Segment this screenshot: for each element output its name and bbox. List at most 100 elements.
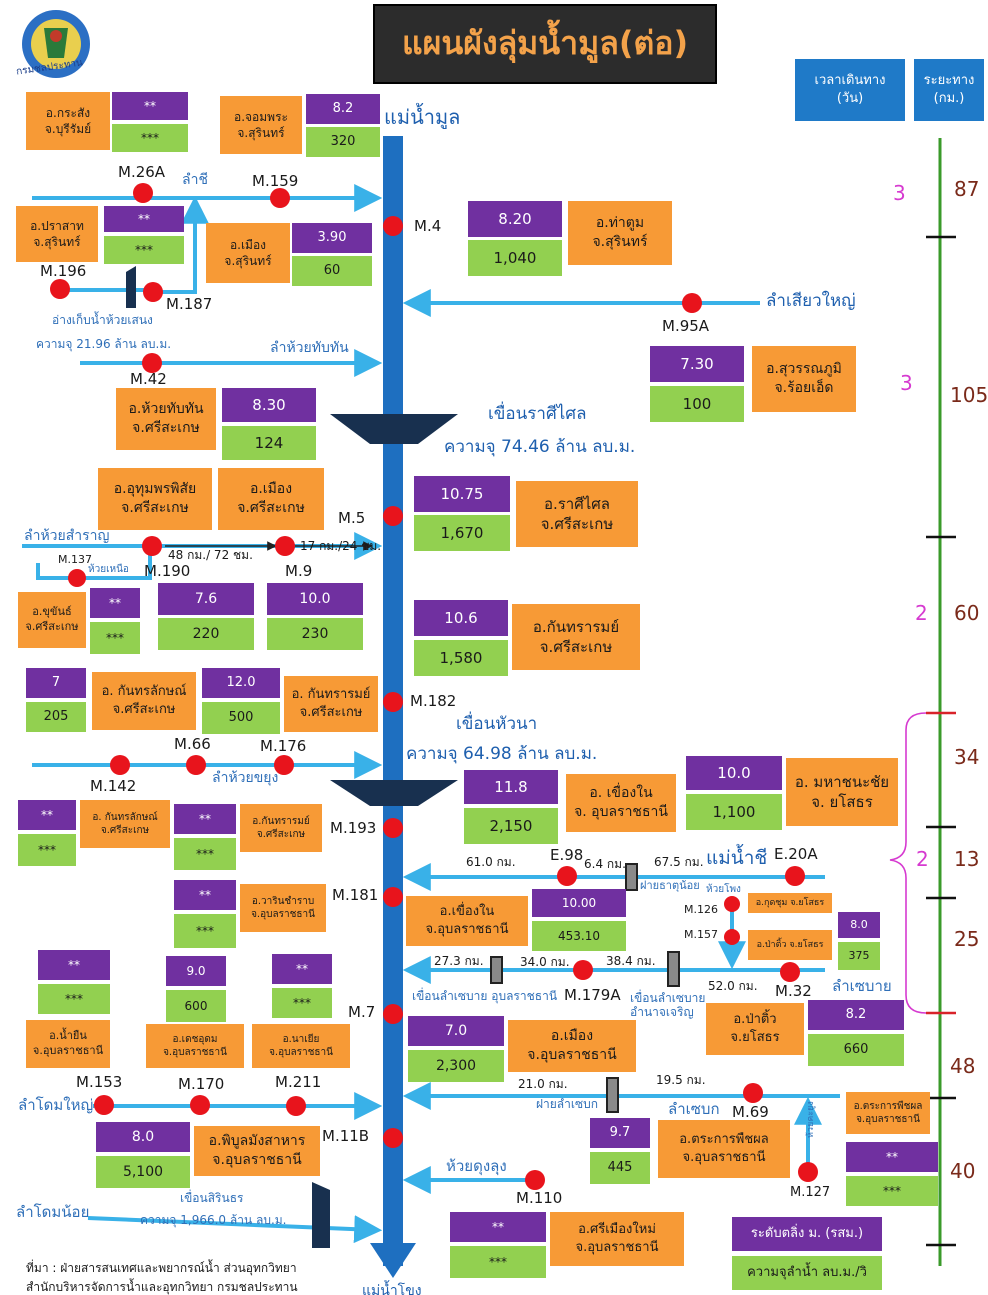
sirindhorn-dam-shape (312, 1182, 330, 1248)
na-chaluai-flow: *** (272, 988, 332, 1018)
khukhan-level: ** (90, 588, 140, 618)
station-m66-label: M.66 (174, 735, 211, 753)
rasi-salai-dam-label: เขื่อนราศีไศล (488, 404, 587, 424)
lam-dom-noi-label: ลำโดมน้อย (16, 1203, 90, 1221)
trakan2-level: ** (846, 1142, 938, 1172)
kantharalak1-flow: 205 (26, 702, 86, 732)
distance-label-105: 105 (950, 383, 988, 407)
trakan2-flow: *** (846, 1176, 938, 1206)
phibun-box: อ.พิบูลมังสาหาร จ.อุบลราชธานี (194, 1126, 320, 1176)
det-udom-level: 9.0 (166, 956, 226, 986)
station-m142-dot (110, 755, 130, 775)
rasi-salai-flow: 1,670 (414, 515, 510, 551)
station-e98-dot (557, 866, 577, 886)
m190-flow: 220 (158, 618, 254, 650)
legend-level: ระดับตลิ่ง ม. (รสม.) (732, 1217, 882, 1251)
na-chaluai-level: ** (272, 954, 332, 984)
kanthararom2-box: อ. กันทรารมย์ จ.ศรีสะเกษ (284, 676, 378, 732)
kantharalak2-box: อ. กันทรลักษณ์ จ.ศรีสะเกษ (80, 800, 170, 848)
kanthararom1-box: อ.กันทรารมย์ จ.ศรีสะเกษ (512, 604, 640, 670)
m9-level: 10.0 (267, 583, 363, 615)
kantharalak1-level: 7 (26, 668, 86, 698)
main-river-label: แม่น้ำมูล (384, 105, 461, 129)
station-m127-label: M.127 (790, 1185, 831, 1200)
huai-kha-yung-label: ห้วยคะยูง (806, 1101, 816, 1138)
huai-nuea-line (36, 546, 152, 580)
station-m126-dot (724, 896, 740, 912)
prasat-level: ** (104, 206, 184, 232)
khueang-nai1-level: 11.8 (464, 770, 558, 804)
distance-label-25: 25 (954, 927, 980, 951)
huai-dung-lung-label: ห้วยดุงลุง (446, 1157, 507, 1175)
station-m11b-dot (383, 1128, 403, 1148)
huai-phong-label: ห้วยโพง (706, 884, 741, 895)
khueang-nai2-box: อ.เขื่องใน จ.อุบลราชธานี (406, 896, 528, 946)
station-m182-label: M.182 (410, 692, 457, 710)
trakan1-box: อ.ตระการพืชผล จ.อุบลราชธานี (658, 1120, 790, 1178)
lam-chi-branch-line (160, 195, 209, 294)
sebok-weir (606, 1077, 619, 1113)
station-m176-label: M.176 (260, 737, 307, 755)
source-line-2: สำนักบริหารจัดการน้ำและอุทกวิทยา กรมชลปร… (26, 1280, 298, 1294)
distance-label-40: 40 (950, 1159, 976, 1183)
kantharalak1-box: อ. กันทรลักษณ์ จ.ศรีสะเกษ (92, 672, 196, 730)
si-mueang-mai-flow: *** (450, 1246, 546, 1278)
uthumphon-box: อ.อุทุมพรพิสัย จ.ศรีสะเกษ (98, 468, 212, 530)
maha-chana-chai-level: 10.0 (686, 756, 782, 790)
station-m26a-label: M.26A (118, 163, 166, 181)
station-m182-dot (383, 692, 403, 712)
kanthararom1-flow: 1,580 (414, 640, 508, 676)
station-m196-label: M.196 (40, 262, 87, 280)
legend-flow: ความจุลำน้ำ ลบ.ม./วิ (732, 1256, 882, 1290)
distance-label-13: 13 (954, 847, 980, 871)
nam-yuen-box: อ.น้ำยืน จ.อุบลราชธานี (26, 1020, 110, 1068)
tha-tum-box: อ.ท่าตูม จ.สุรินทร์ (568, 201, 672, 265)
days-bracket (889, 712, 927, 1014)
station-m170-label: M.170 (178, 1075, 225, 1093)
chi-river-label: แม่น้ำชี (706, 847, 768, 869)
trakan1-flow: 445 (590, 1152, 650, 1184)
station-m211-label: M.211 (275, 1073, 322, 1091)
distance-label-87: 87 (954, 177, 980, 201)
station-m193-dot (383, 818, 403, 838)
chom-phra-flow: 320 (306, 127, 380, 157)
mueang-ubon-box: อ.เมือง จ.อุบลราชธานี (508, 1020, 636, 1072)
na-chaluai-box: อ.นาเยีย จ.อุบลราชธานี (252, 1024, 350, 1068)
krasang-box: อ.กระสัง จ.บุรีรัมย์ (26, 92, 110, 150)
station-m110-label: M.110 (516, 1189, 563, 1207)
distance-48-label: 48 กม./ 72 ชม. (168, 548, 253, 562)
pa-tio-level: 8.2 (808, 1000, 904, 1030)
station-m9-dot (275, 536, 295, 556)
station-m66-dot (186, 755, 206, 775)
det-udom-flow: 600 (166, 990, 226, 1022)
lam-sebai-ubon-weir (490, 956, 503, 984)
warin-level: ** (174, 880, 236, 910)
days-label-1: 3 (893, 181, 906, 205)
khukhan-flow: *** (90, 622, 140, 654)
mueang-ubon-flow: 2,300 (408, 1050, 504, 1082)
pa-tio-small-box: อ.ป่าติ้ว จ.ยโสธร (748, 930, 832, 960)
logo-emblem-icon (22, 10, 90, 78)
det-udom-box: อ.เดชอุดม จ.อุบลราชธานี (146, 1024, 244, 1068)
khueang-nai2-flow: 453.10 (532, 921, 626, 951)
days-label-3: 2 (915, 601, 928, 625)
station-m153-dot (94, 1095, 114, 1115)
station-m137-dot (68, 569, 86, 587)
distance-520-label: 52.0 กม. (708, 979, 758, 993)
that-noi-label: ฝายธาตุน้อย (640, 879, 700, 892)
krasang-flow: *** (112, 124, 188, 152)
header-distance: ระยะทาง (กม.) (914, 59, 984, 121)
distance-273-label: 27.3 กม. (434, 954, 484, 968)
sirindhorn-capacity: ความจุ 1,966.0 ล้าน ลบ.ม. (140, 1213, 287, 1227)
rasi-salai-box: อ.ราศีไศล จ.ศรีสะเกษ (516, 481, 638, 547)
header-travel-time: เวลาเดินทาง (วัน) (795, 59, 905, 121)
distance-label-34: 34 (954, 745, 980, 769)
trakan2-box: อ.ตระการพืชผล จ.อุบลราชธานี (846, 1092, 930, 1134)
lam-sebai-ubon-label: เขื่อนลำเซบาย อุบลราชธานี (412, 989, 558, 1003)
pa-tio-box: อ.ป่าติ้ว จ.ยโสธร (706, 1003, 804, 1055)
logo (14, 6, 98, 86)
nam-yuen-flow: *** (38, 984, 110, 1014)
station-m26a-dot (133, 183, 153, 203)
rasi-salai-level: 10.75 (414, 476, 510, 512)
station-e20a-label: E.20A (774, 845, 818, 863)
